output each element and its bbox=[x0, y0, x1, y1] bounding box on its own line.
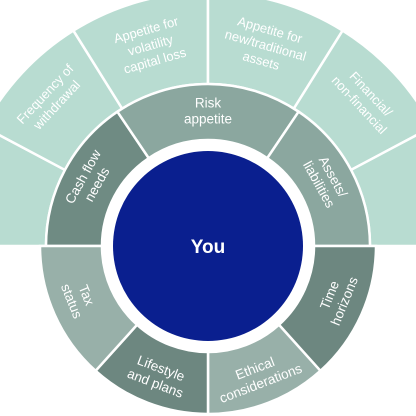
center-you-circle[interactable] bbox=[113, 151, 303, 341]
lower-ring-label-line: Tax bbox=[76, 283, 98, 308]
outer-ring bbox=[0, 0, 416, 248]
inner-ring-label-line: appetite bbox=[184, 112, 232, 127]
inner-ring bbox=[44, 82, 372, 248]
inner-ring-label-line: Risk bbox=[195, 96, 221, 111]
center-label: You bbox=[191, 237, 225, 258]
